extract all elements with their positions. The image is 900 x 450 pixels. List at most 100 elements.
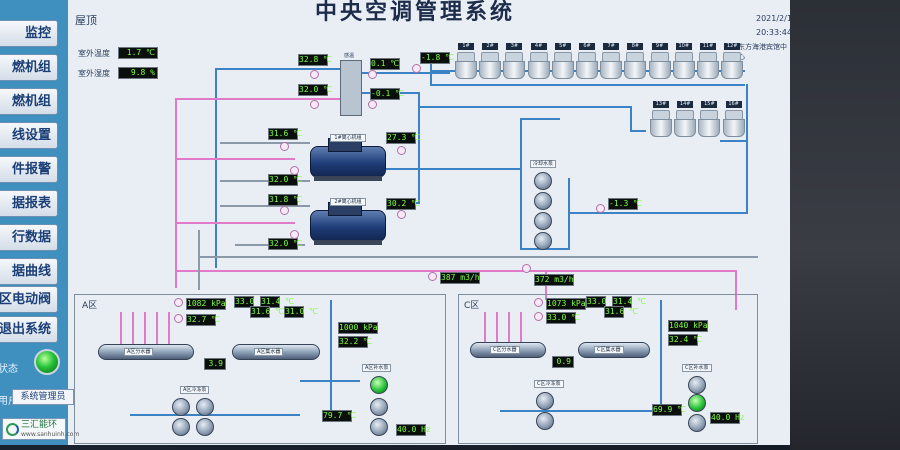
outdoor-humidity-label: 室外湿度 — [78, 69, 110, 78]
cooling-tower-body — [600, 61, 623, 79]
valve-icon[interactable] — [174, 298, 183, 307]
cw-pump-2-icon[interactable] — [534, 192, 552, 210]
cooling-tower-icon[interactable]: 8# — [624, 43, 647, 80]
chiller-2-right-temp: 30.2 ℃ — [386, 198, 421, 210]
valve-icon[interactable] — [290, 166, 299, 175]
zone-c-title: C区 — [464, 301, 480, 311]
menu-exit-button[interactable]: 退出系统 — [0, 316, 58, 343]
manifold-label: 感温 — [344, 53, 355, 59]
menu-curve-settings-button[interactable]: 线设置 — [0, 122, 58, 149]
menu-alarm-button[interactable]: 件报警 — [0, 156, 58, 183]
valve-icon[interactable] — [290, 230, 299, 239]
cooling-tower-tag: 13# — [653, 101, 669, 108]
menu-report-button[interactable]: 据报表 — [0, 190, 58, 217]
cooling-tower-tag: 3# — [506, 43, 523, 50]
zone-a-mix-value: 3.9 — [204, 358, 226, 370]
zone-c-branch-temp-3: 31.6 ℃ — [604, 306, 639, 318]
valve-icon[interactable] — [310, 100, 319, 109]
cw-pump-out-temp: -1.3 ℃ — [608, 198, 643, 210]
menu-run-data-button[interactable]: 行数据 — [0, 224, 58, 251]
valve-icon[interactable] — [428, 272, 437, 281]
cooling-tower-tag: 6# — [579, 43, 595, 50]
cooling-tower-icon[interactable]: 7# — [600, 43, 623, 80]
valve-icon[interactable] — [397, 146, 406, 155]
valve-icon[interactable] — [368, 100, 377, 109]
cooling-tower-icon[interactable]: 3# — [503, 43, 526, 80]
cooling-tower-body — [722, 119, 745, 137]
valve-icon[interactable] — [596, 204, 605, 213]
cooling-tower-icon[interactable]: 15# — [698, 101, 721, 138]
valve-icon[interactable] — [368, 70, 377, 79]
chiller-pipe — [220, 205, 310, 207]
zone-c-makeup-pump-2-icon[interactable] — [688, 394, 706, 412]
cw-pump-4-icon[interactable] — [534, 232, 552, 250]
chiller-1[interactable]: 1#离心机组 — [306, 134, 390, 182]
brand-url: www.sanhuinh.com — [21, 431, 80, 438]
background-wall — [790, 0, 900, 450]
cooling-tower-icon[interactable]: 5# — [551, 43, 574, 80]
valve-icon[interactable] — [534, 298, 543, 307]
cooling-tower-icon[interactable]: 11# — [697, 43, 719, 80]
valve-icon[interactable] — [280, 142, 289, 151]
chiller-base — [314, 176, 382, 181]
brand-circle-icon — [6, 423, 19, 436]
zone-c-panel — [458, 294, 758, 444]
cooling-tower-icon[interactable]: 14# — [674, 101, 697, 138]
cooling-tower-tag: 4# — [530, 43, 547, 50]
cooling-tower-icon[interactable]: 10# — [672, 43, 695, 80]
zone-a-makeup-pump-1-icon[interactable] — [370, 376, 388, 394]
cooling-tower-icon[interactable]: 13# — [650, 101, 672, 138]
zone-a-pump-1-icon[interactable] — [172, 398, 190, 416]
zone-c-makeup-pump-3-icon[interactable] — [688, 414, 706, 432]
valve-icon[interactable] — [534, 312, 543, 321]
zone-a-makeup-pump-2-icon[interactable] — [370, 398, 388, 416]
menu-zone-valve-button[interactable]: 区电动阀 — [0, 286, 58, 313]
zone-a-pump-label-2: A区补水泵 — [362, 364, 392, 372]
zone-a-distributor-label: A区分水器 — [124, 348, 154, 356]
menu-unit-1-button[interactable]: 燃机组 — [0, 54, 58, 81]
valve-icon[interactable] — [174, 314, 183, 323]
valve-icon[interactable] — [310, 70, 319, 79]
zone-c-pump-2-icon[interactable] — [536, 412, 554, 430]
valve-icon[interactable] — [522, 264, 531, 273]
date-readout: 2021/2/1 — [756, 14, 790, 23]
branch-pipe — [168, 312, 170, 344]
zone-c-makeup-pump-1-icon[interactable] — [688, 376, 706, 394]
branch-pipe — [484, 312, 486, 344]
zone-c-right-pressure: 1040 kPa — [668, 320, 708, 332]
branch-pipe — [496, 312, 498, 344]
cw-pump-3-icon[interactable] — [534, 212, 552, 230]
supply-pipe — [418, 92, 420, 202]
cooling-tower-icon[interactable]: 4# — [527, 43, 550, 80]
cooling-tower-icon[interactable]: 2# — [479, 43, 502, 80]
menu-unit-2-button[interactable]: 燃机组 — [0, 88, 58, 115]
zone-c-pump-1-icon[interactable] — [536, 392, 554, 410]
user-value[interactable]: 系统管理员 — [12, 389, 74, 405]
time-readout: 20:33:44 — [756, 28, 790, 37]
chiller-2[interactable]: 2#离心机组 — [306, 198, 390, 246]
cooling-tower-icon[interactable]: 9# — [648, 43, 671, 80]
cooling-tower-icon[interactable]: 6# — [576, 43, 598, 80]
valve-icon[interactable] — [280, 206, 289, 215]
menu-data-curve-button[interactable]: 据曲线 — [0, 258, 58, 285]
zone-a-makeup-pump-3-icon[interactable] — [370, 418, 388, 436]
cooling-tower-icon[interactable]: 1# — [455, 43, 477, 80]
zone-a-pump-4-icon[interactable] — [196, 418, 214, 436]
zone-a-branch-temp-3: 31.6 ℃ — [250, 306, 285, 318]
cooling-tower-icon[interactable]: 16# — [722, 101, 745, 138]
cooling-tower-tag: 15# — [701, 101, 718, 108]
cw-pump-1-icon[interactable] — [534, 172, 552, 190]
zone-a-pump-3-icon[interactable] — [172, 418, 190, 436]
valve-icon[interactable] — [397, 210, 406, 219]
scada-screen: 监控 燃机组 燃机组 线设置 件报警 据报表 行数据 据曲线 区电动阀 退出系统… — [0, 0, 790, 445]
menu-monitor-button[interactable]: 监控 — [0, 20, 58, 47]
cooling-tower-tag: 2# — [482, 43, 499, 50]
zone-c-pump-out: 69.9 ℃ — [652, 404, 687, 416]
valve-icon[interactable] — [412, 64, 421, 73]
tower-header-pipe — [430, 84, 745, 86]
tower-return-pipe — [720, 140, 748, 142]
tower-riser-pipe — [430, 56, 432, 86]
zone-c-distributor-label: C区分水器 — [490, 346, 520, 354]
zone-a-pump-2-icon[interactable] — [196, 398, 214, 416]
cooling-tower-icon[interactable]: 12# — [721, 43, 744, 80]
